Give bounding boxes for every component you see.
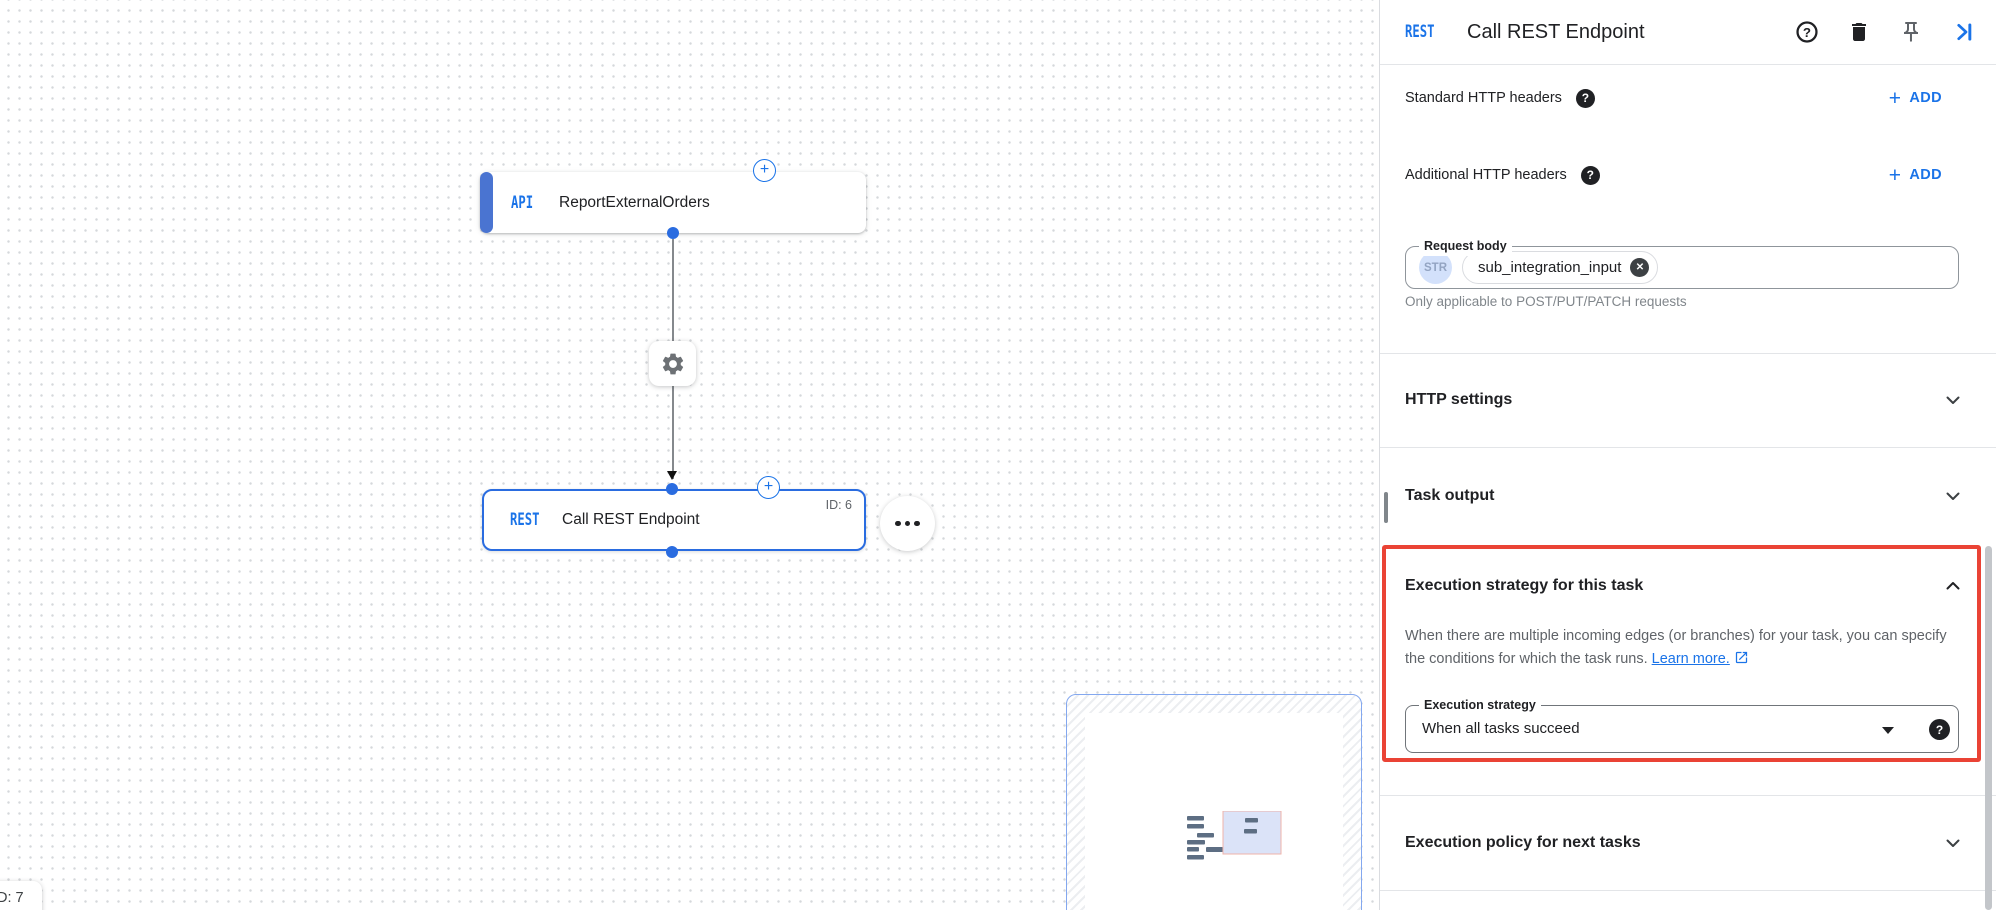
rest-badge: REST: [510, 510, 540, 530]
learn-more-link[interactable]: Learn more.: [1651, 651, 1730, 667]
panel-scrollbar[interactable]: [1985, 546, 1992, 910]
add-task-icon[interactable]: [753, 159, 776, 182]
standard-http-headers-row: Standard HTTP headers ADD: [1405, 80, 1942, 116]
rest-badge: REST: [1405, 22, 1435, 42]
panel-title: Call REST Endpoint: [1467, 20, 1645, 43]
scroll-indicator: [1384, 492, 1388, 523]
collapse-panel-button[interactable]: [1950, 19, 1976, 45]
task-node-label: Call REST Endpoint: [562, 511, 700, 528]
connector-out-dot[interactable]: [666, 546, 678, 558]
task-id-label: ID: 6: [825, 498, 852, 512]
request-body-value-chip[interactable]: sub_integration_input: [1462, 251, 1659, 284]
gear-icon: [662, 353, 683, 374]
add-label: ADD: [1909, 167, 1942, 183]
pin-panel-button[interactable]: [1898, 19, 1924, 45]
execution-strategy-value: When all tasks succeed: [1422, 720, 1580, 737]
string-type-chip: STR: [1419, 251, 1452, 284]
request-body-label: Request body: [1419, 238, 1512, 256]
connector-out-dot[interactable]: [667, 227, 679, 239]
additional-http-headers-row: Additional HTTP headers ADD: [1405, 157, 1942, 193]
http-settings-title: HTTP settings: [1405, 391, 1513, 408]
help-icon[interactable]: [1580, 165, 1600, 185]
minimap-preview: [1066, 694, 1362, 910]
dot-icon: [895, 520, 901, 527]
execution-strategy-title: Execution strategy for this task: [1405, 577, 1644, 594]
execution-policy-title: Execution policy for next tasks: [1405, 833, 1641, 851]
section-execution-policy[interactable]: Execution policy for next tasks: [1380, 795, 1996, 890]
standard-http-headers-label: Standard HTTP headers: [1405, 90, 1562, 106]
divider: [1380, 353, 1996, 354]
edge-id-label: ID: 7: [0, 890, 24, 906]
chevron-down-icon: [1946, 492, 1960, 500]
integration-preview-icon: [1187, 811, 1282, 860]
dot-icon: [914, 520, 920, 527]
task-more-options-button[interactable]: [880, 496, 935, 551]
divider: [1380, 890, 1996, 891]
trash-icon: [1852, 23, 1866, 41]
dropdown-caret-icon[interactable]: [1882, 727, 1894, 734]
task-config-panel: REST Call REST Endpoint ?: [1379, 0, 1996, 910]
trigger-node-report-external-orders[interactable]: API ReportExternalOrders: [480, 172, 866, 233]
execution-strategy-field-label: Execution strategy: [1419, 697, 1541, 715]
request-body-value: sub_integration_input: [1478, 259, 1622, 276]
delete-task-button[interactable]: [1846, 19, 1872, 45]
divider: [1380, 64, 1996, 65]
dot-icon: [904, 520, 911, 527]
chevron-down-icon: [1946, 839, 1960, 847]
pin-icon: [1904, 22, 1918, 42]
execution-strategy-description: When there are multiple incoming edges (…: [1405, 625, 1953, 671]
add-task-icon[interactable]: [757, 476, 780, 499]
request-body-helper: Only applicable to POST/PUT/PATCH reques…: [1405, 294, 1687, 309]
execution-strategy-select[interactable]: Execution strategy When all tasks succee…: [1405, 697, 1959, 753]
add-label: ADD: [1909, 90, 1942, 106]
trigger-accent-bar: [480, 172, 493, 233]
minimap-inner: [1085, 713, 1343, 910]
help-icon[interactable]: [1575, 88, 1595, 108]
divider: [1380, 795, 1996, 796]
remove-value-icon[interactable]: [1630, 258, 1650, 277]
help-outline-icon: ?: [1796, 21, 1818, 43]
section-task-output[interactable]: Task output: [1380, 447, 1996, 545]
task-output-title: Task output: [1405, 487, 1495, 504]
add-additional-header-button[interactable]: ADD: [1889, 165, 1942, 186]
request-body-field[interactable]: Request body STR sub_integration_input: [1405, 238, 1959, 289]
help-icon[interactable]: [1929, 719, 1950, 740]
section-http-settings[interactable]: HTTP settings: [1380, 353, 1996, 447]
task-node-call-rest-endpoint[interactable]: REST Call REST Endpoint ID: 6: [482, 489, 866, 551]
chevron-down-icon: [1946, 396, 1960, 404]
collapse-right-icon: [1957, 23, 1972, 41]
additional-http-headers-label: Additional HTTP headers: [1405, 167, 1567, 183]
chevron-up-icon: [1946, 582, 1960, 590]
description-text: When there are multiple incoming edges (…: [1405, 628, 1947, 667]
help-button[interactable]: ?: [1794, 19, 1820, 45]
add-standard-header-button[interactable]: ADD: [1889, 88, 1942, 109]
panel-header: REST Call REST Endpoint ?: [1380, 0, 1996, 64]
edge-arrowhead-icon: [667, 471, 677, 480]
edge-settings-button[interactable]: [649, 341, 696, 386]
workflow-canvas[interactable]: API ReportExternalOrders REST Call REST …: [0, 0, 1379, 910]
connector-in-dot[interactable]: [666, 483, 678, 495]
edge-id-tooltip: ID: 7: [0, 881, 42, 910]
divider: [1380, 447, 1996, 448]
open-in-new-icon: [1735, 651, 1747, 664]
svg-text:?: ?: [1803, 25, 1811, 40]
section-execution-strategy[interactable]: Execution strategy for this task: [1380, 561, 1996, 611]
api-badge: API: [511, 192, 534, 213]
trigger-node-label: ReportExternalOrders: [559, 193, 710, 211]
